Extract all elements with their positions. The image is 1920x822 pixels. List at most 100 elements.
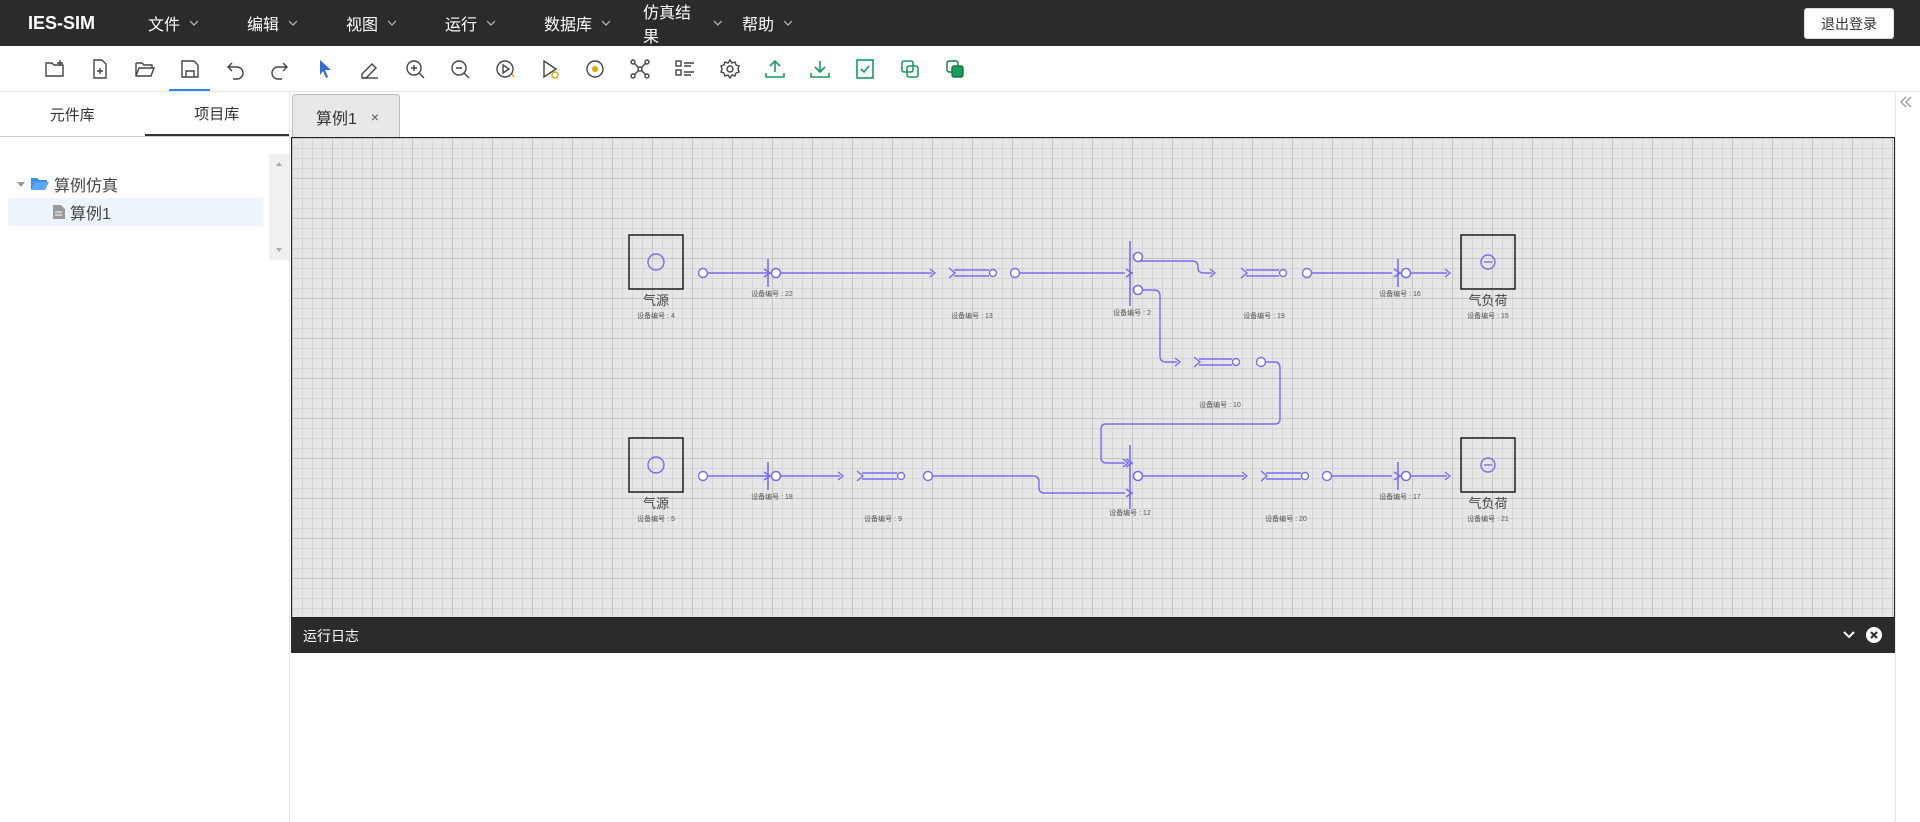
layers-button[interactable] [932, 46, 977, 91]
pipe-20[interactable] [1260, 470, 1333, 482]
device-id-label: 设备编号 : 12 [1109, 508, 1151, 517]
new-file-button[interactable] [77, 46, 122, 91]
save-button[interactable] [167, 46, 212, 91]
device-id-label: 设备编号 : 17 [1379, 492, 1421, 501]
chevron-down-icon[interactable] [1841, 627, 1857, 643]
download-button[interactable] [797, 46, 842, 91]
save-icon [180, 59, 199, 78]
gas-source-top[interactable]: 气源 设备编号 : 4 [628, 234, 709, 320]
chevron-down-icon [288, 20, 298, 26]
toolbar-divider [0, 91, 1920, 92]
toolbar [0, 46, 980, 91]
tree-scrollbar[interactable] [269, 154, 289, 260]
run-step-icon [542, 59, 559, 79]
run-step-button[interactable] [527, 46, 572, 91]
device-id-label: 设备编号 : 18 [751, 492, 793, 501]
menubar: IES-SIM 文件 编辑 视图 运行 数据库 仿真结果 帮助 退出登录 [0, 0, 1920, 46]
open-folder-button[interactable] [122, 46, 167, 91]
valve-16[interactable] [1393, 259, 1412, 287]
device-id-label: 设备编号 : 13 [951, 311, 993, 320]
file-icon [53, 205, 65, 219]
settings-icon [719, 58, 740, 79]
menu-help[interactable]: 帮助 [724, 0, 823, 46]
pipe[interactable] [932, 475, 1125, 494]
tree-child-label: 算例1 [70, 206, 111, 223]
pipe-9[interactable] [856, 470, 934, 482]
valve-22[interactable] [763, 259, 782, 287]
device-id-label: 设备编号 : 16 [1379, 289, 1421, 298]
tree-node-root[interactable]: 算例仿真 [8, 170, 263, 198]
gas-load-bottom[interactable]: 气负荷 设备编号 : 21 [1460, 437, 1516, 523]
device-id-label: 设备编号 : 19 [1243, 311, 1285, 320]
doc-tab-case1[interactable]: 算例1 × [292, 94, 400, 138]
zoom-out-icon [450, 59, 469, 78]
device-id-label: 设备编号 : 21 [1467, 514, 1509, 523]
scroll-up-icon[interactable] [269, 158, 289, 170]
redo-button[interactable] [257, 46, 302, 91]
open-folder-icon [134, 61, 155, 77]
menu-results[interactable]: 仿真结果 [625, 0, 724, 46]
menu-view[interactable]: 视图 [328, 0, 427, 46]
new-folder-button[interactable] [32, 46, 77, 91]
valve-18[interactable] [763, 462, 782, 490]
tree-root-label: 算例仿真 [54, 178, 119, 195]
load-label: 气负荷 [1468, 496, 1507, 511]
doc-tab-label: 算例1 [316, 110, 357, 128]
close-tab-icon[interactable]: × [370, 108, 380, 125]
device-id-label: 设备编号 : 20 [1265, 514, 1307, 523]
run-button[interactable] [482, 46, 527, 91]
undo-button[interactable] [212, 46, 257, 91]
flow-arrows [837, 268, 1451, 481]
pipe[interactable] [1138, 289, 1177, 363]
source-label: 气源 [643, 293, 669, 308]
gas-source-bottom[interactable]: 气源 设备编号 : 5 [628, 437, 709, 523]
menu-file[interactable]: 文件 [130, 0, 229, 46]
check-icon [855, 58, 874, 79]
pipe-19[interactable] [1240, 267, 1313, 279]
zoom-in-button[interactable] [392, 46, 437, 91]
valve-17[interactable] [1393, 462, 1412, 490]
pointer-button[interactable] [302, 46, 347, 91]
chevron-down-icon [486, 20, 496, 26]
eraser-button[interactable] [347, 46, 392, 91]
close-circle-icon[interactable] [1865, 626, 1883, 644]
tree-node-child[interactable]: 算例1 [8, 198, 263, 226]
zoom-out-button[interactable] [437, 46, 482, 91]
node-12[interactable] [1125, 445, 1144, 509]
collapse-panel-icon[interactable] [1898, 94, 1914, 110]
chevron-down-icon [601, 20, 611, 26]
device-id-label: 设备编号 : 5 [637, 514, 675, 523]
stop-button[interactable] [572, 46, 617, 91]
download-icon [809, 60, 830, 78]
check-button[interactable] [842, 46, 887, 91]
copy-button[interactable] [887, 46, 932, 91]
document-tabs: 算例1 × [292, 92, 1892, 138]
logout-button[interactable]: 退出登录 [1804, 8, 1894, 39]
topology-button[interactable] [617, 46, 662, 91]
pipe-10[interactable] [1193, 356, 1267, 368]
pointer-icon [319, 59, 331, 78]
upload-button[interactable] [752, 46, 797, 91]
device-id-label: 设备编号 : 2 [1113, 308, 1151, 317]
tab-project-library[interactable]: 项目库 [144, 92, 289, 136]
settings-button[interactable] [707, 46, 752, 91]
left-panel: 元件库 项目库 算例仿真 算例1 [0, 92, 290, 822]
redo-icon [270, 62, 288, 80]
device-id-label: 设备编号 : 4 [637, 311, 675, 320]
menu-run[interactable]: 运行 [427, 0, 526, 46]
scroll-down-icon[interactable] [269, 244, 289, 256]
pipe-13[interactable] [948, 267, 1021, 279]
gas-load-top[interactable]: 气负荷 设备编号 : 15 [1460, 234, 1516, 320]
chevron-down-icon [387, 20, 397, 26]
right-edge-divider [1895, 92, 1896, 822]
menu-edit[interactable]: 编辑 [229, 0, 328, 46]
list-button[interactable] [662, 46, 707, 91]
tab-component-library[interactable]: 元件库 [49, 106, 95, 124]
new-file-icon [92, 58, 107, 79]
node-2[interactable] [1125, 241, 1144, 306]
menu-database[interactable]: 数据库 [526, 0, 625, 46]
pipe[interactable] [1100, 361, 1281, 464]
pipe[interactable] [1138, 260, 1212, 274]
new-folder-icon [44, 59, 64, 77]
diagram-canvas[interactable]: 气源 设备编号 : 4 气源 设备编号 : 5 气负荷 设备编号 : 15 气负… [291, 137, 1895, 618]
